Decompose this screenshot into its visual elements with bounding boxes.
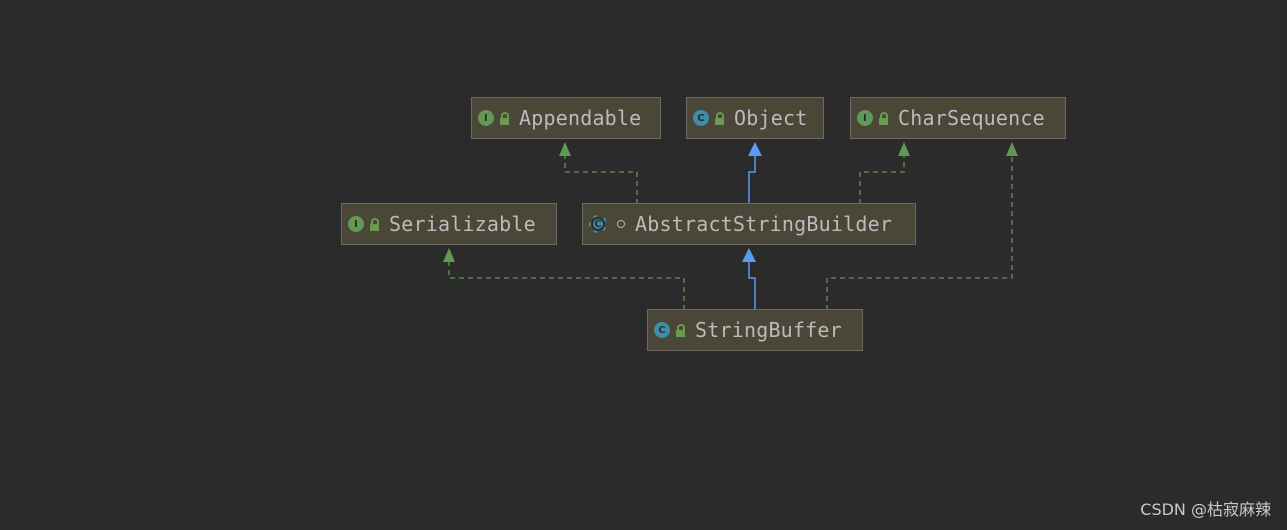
arrowhead-asb [742,248,756,262]
node-abstractstringbuilder[interactable]: C AbstractStringBuilder [582,203,916,245]
node-label: AbstractStringBuilder [635,212,893,236]
arrowhead-charsequence-1 [898,142,910,156]
class-icon: C [693,110,709,126]
node-appendable[interactable]: I Appendable [471,97,661,139]
arrowhead-appendable [559,142,571,156]
public-lock-icon [676,323,685,337]
public-lock-icon [879,111,888,125]
arrowhead-serializable [443,248,455,262]
interface-icon: I [478,110,494,126]
interface-icon: I [348,216,364,232]
public-lock-icon [500,111,509,125]
edge-asb-charsequence [859,156,905,204]
node-label: Appendable [519,106,642,130]
edge-sb-serializable [448,262,685,310]
arrowhead-charsequence-2 [1006,142,1018,156]
public-lock-icon [370,217,379,231]
package-private-icon [617,220,625,228]
node-label: Object [734,106,808,130]
node-charsequence[interactable]: I CharSequence [850,97,1066,139]
edge-asb-appendable [564,156,638,204]
edge-sb-asb [748,262,756,310]
watermark: CSDN @枯寂麻辣 [1140,500,1271,519]
edge-asb-object [748,156,756,204]
abstract-class-icon: C [589,215,607,233]
node-label: StringBuffer [695,318,842,342]
node-serializable[interactable]: I Serializable [341,203,557,245]
public-lock-icon [715,111,724,125]
node-stringbuffer[interactable]: C StringBuffer [647,309,863,351]
node-label: CharSequence [898,106,1045,130]
node-object[interactable]: C Object [686,97,824,139]
node-label: Serializable [389,212,536,236]
arrowhead-object [748,142,762,156]
interface-icon: I [857,110,873,126]
final-class-icon: C [654,322,670,338]
